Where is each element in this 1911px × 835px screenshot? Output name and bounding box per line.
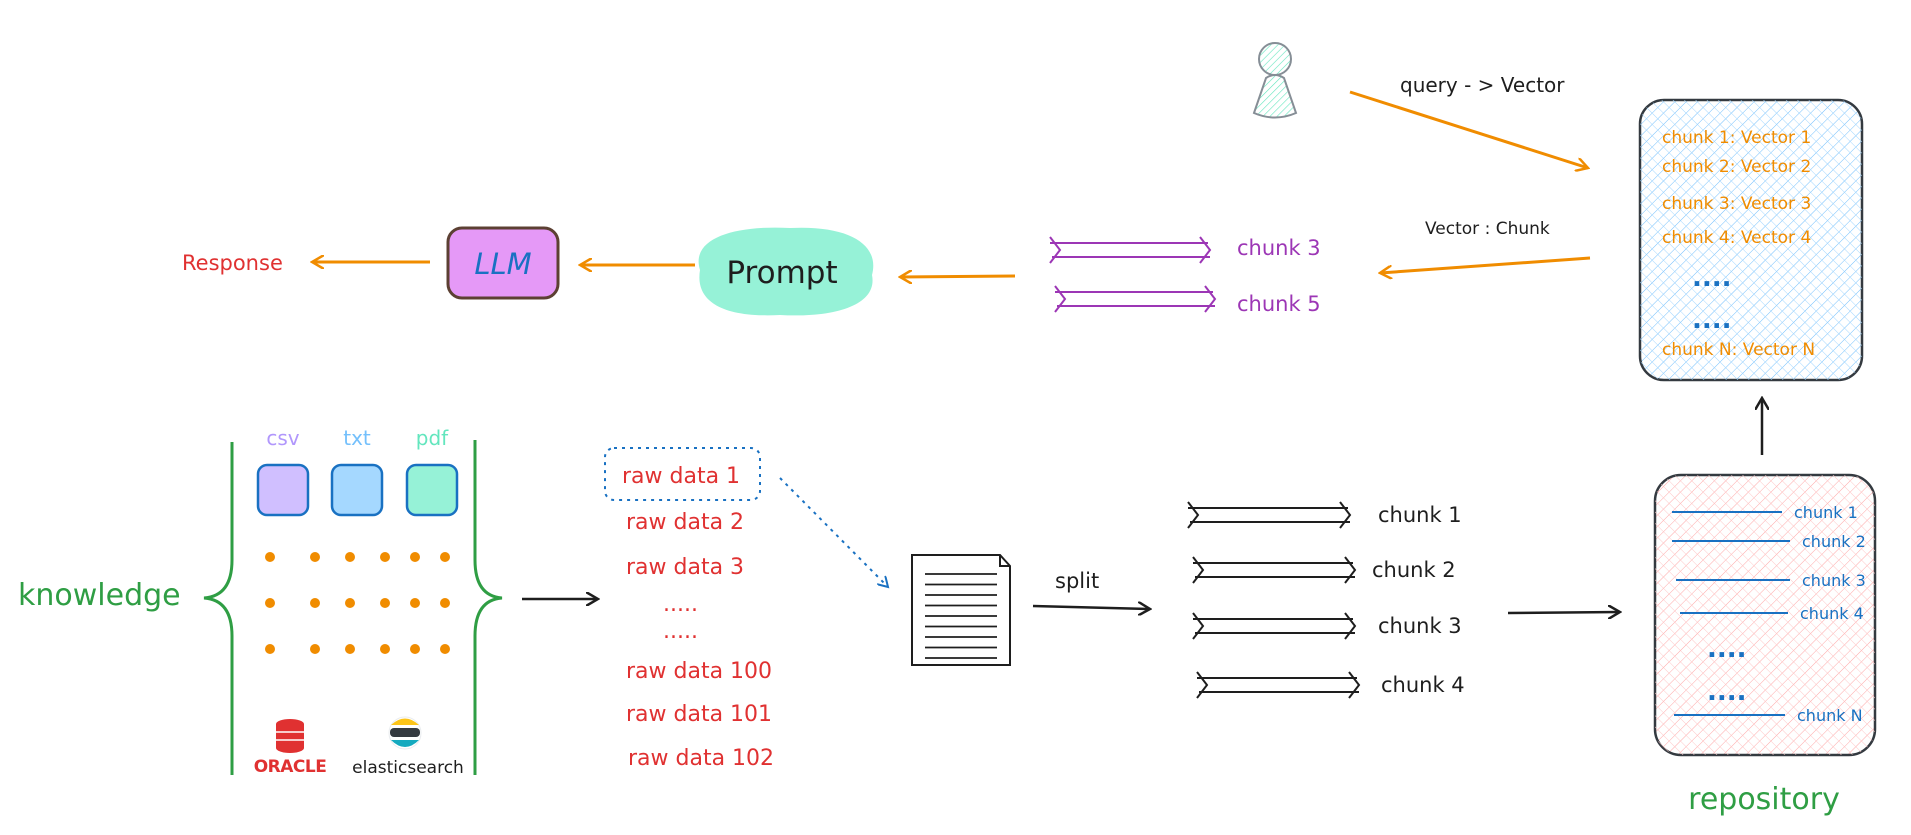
llm-label: LLM	[474, 247, 531, 281]
oracle-logo-text: ORACLE	[254, 757, 327, 777]
record-dot	[380, 552, 390, 562]
format-label-txt: txt	[343, 426, 371, 450]
raw-data-item: raw data 1	[622, 464, 740, 489]
record-dot	[265, 598, 275, 608]
record-dot	[410, 644, 420, 654]
split-chunk-bar	[1192, 612, 1357, 640]
repository-chunk-label: chunk 3	[1802, 571, 1866, 590]
llm-node: LLM	[446, 226, 560, 300]
pdf-file-icon	[405, 463, 459, 517]
split-chunks: chunk 1 chunk 2 chunk 3 chunk 4	[1187, 501, 1465, 699]
user-icon	[1252, 42, 1298, 119]
split-chunk-label: chunk 3	[1378, 614, 1462, 638]
raw-data-ellipsis: .....	[663, 592, 698, 617]
vector-db-row: chunk 4: Vector 4	[1662, 228, 1811, 248]
repository-ellipsis: ....	[1707, 677, 1747, 707]
record-dot	[310, 644, 320, 654]
split-chunk-bar	[1187, 501, 1352, 529]
oracle-db-icon	[276, 719, 304, 753]
chunks-to-repository-arrow	[1507, 612, 1620, 613]
repository-box	[1653, 473, 1877, 757]
record-dot	[310, 598, 320, 608]
vector-db-row: chunk 1: Vector 1	[1662, 128, 1811, 148]
raw-to-doc-dotted-arrow	[779, 477, 888, 587]
raw-data-item: raw data 100	[626, 659, 772, 684]
repository-label: repository	[1688, 782, 1840, 817]
repository-chunk-label: chunk 1	[1794, 503, 1858, 522]
knowledge-right-brace	[473, 440, 503, 775]
split-chunk-label: chunk 1	[1378, 503, 1462, 527]
record-dot	[345, 598, 355, 608]
repository-chunk-label: chunk 2	[1802, 532, 1866, 551]
document-icon	[911, 554, 1011, 666]
repository-rows: chunk 1 chunk 2 chunk 3 chunk 4........ chun…	[1672, 503, 1866, 725]
repository-chunk-label: chunk 4	[1800, 604, 1864, 623]
raw-data-ellipsis: .....	[663, 619, 698, 644]
vector-db-rows: chunk 1: Vector 1 chunk 2: Vector 2 chunk …	[1662, 128, 1815, 360]
record-dot	[380, 598, 390, 608]
format-label-csv: csv	[266, 426, 299, 450]
data-records-grid	[265, 552, 450, 654]
response-label: Response	[182, 251, 283, 275]
knowledge-label: knowledge	[18, 578, 181, 613]
record-dot	[265, 552, 275, 562]
raw-data-1-highlight	[604, 447, 761, 501]
split-chunk-bar	[1196, 671, 1361, 699]
record-dot	[440, 598, 450, 608]
vector-db-row: chunk 2: Vector 2	[1662, 157, 1811, 177]
elasticsearch-icon	[388, 716, 422, 750]
split-chunk-bar	[1192, 556, 1357, 584]
raw-data-item: raw data 3	[626, 555, 744, 580]
format-label-pdf: pdf	[416, 426, 449, 450]
retrieved-chunk-3-bar	[1049, 236, 1212, 264]
repository-chunk-label: chunk N	[1797, 706, 1863, 725]
prompt-label: Prompt	[726, 255, 837, 291]
elasticsearch-logo-text: elasticsearch	[352, 758, 464, 778]
vector-db-box	[1638, 98, 1864, 382]
record-dot	[265, 644, 275, 654]
knowledge-left-brace	[203, 442, 234, 775]
query-label: query - > Vector	[1400, 73, 1565, 97]
vector-db-ellipsis: ....	[1692, 305, 1732, 335]
split-chunk-label: chunk 2	[1372, 558, 1456, 582]
record-dot	[440, 552, 450, 562]
split-arrow	[1032, 606, 1150, 609]
retrieved-chunk-label: chunk 5	[1237, 292, 1321, 316]
retrieval-arrow	[1380, 256, 1591, 273]
retrieved-chunk-label: chunk 3	[1237, 236, 1321, 260]
split-label: split	[1055, 569, 1099, 593]
record-dot	[345, 644, 355, 654]
record-dot	[440, 644, 450, 654]
csv-file-icon	[256, 463, 310, 517]
raw-data-item: raw data 2	[626, 510, 744, 535]
record-dot	[380, 644, 390, 654]
raw-data-item: raw data 102	[628, 746, 774, 771]
retrieved-chunk-5-bar	[1054, 285, 1217, 313]
txt-file-icon	[330, 463, 384, 517]
record-dot	[410, 598, 420, 608]
vector-db-row: chunk 3: Vector 3	[1662, 194, 1811, 214]
vector-db-ellipsis: ....	[1692, 263, 1732, 293]
raw-data-list: raw data 1 raw data 2 raw data 3..........…	[622, 464, 774, 771]
vector-db-row: chunk N: Vector N	[1662, 340, 1815, 360]
query-arrow	[1349, 90, 1588, 168]
record-dot	[410, 552, 420, 562]
record-dot	[345, 552, 355, 562]
record-dot	[310, 552, 320, 562]
prompt-node: Prompt	[698, 227, 874, 316]
repository-ellipsis: ....	[1707, 634, 1747, 664]
raw-data-item: raw data 101	[626, 702, 772, 727]
chunks-to-prompt-arrow	[900, 276, 1016, 277]
vector-chunk-label: Vector : Chunk	[1425, 219, 1550, 239]
split-chunk-label: chunk 4	[1381, 673, 1465, 697]
